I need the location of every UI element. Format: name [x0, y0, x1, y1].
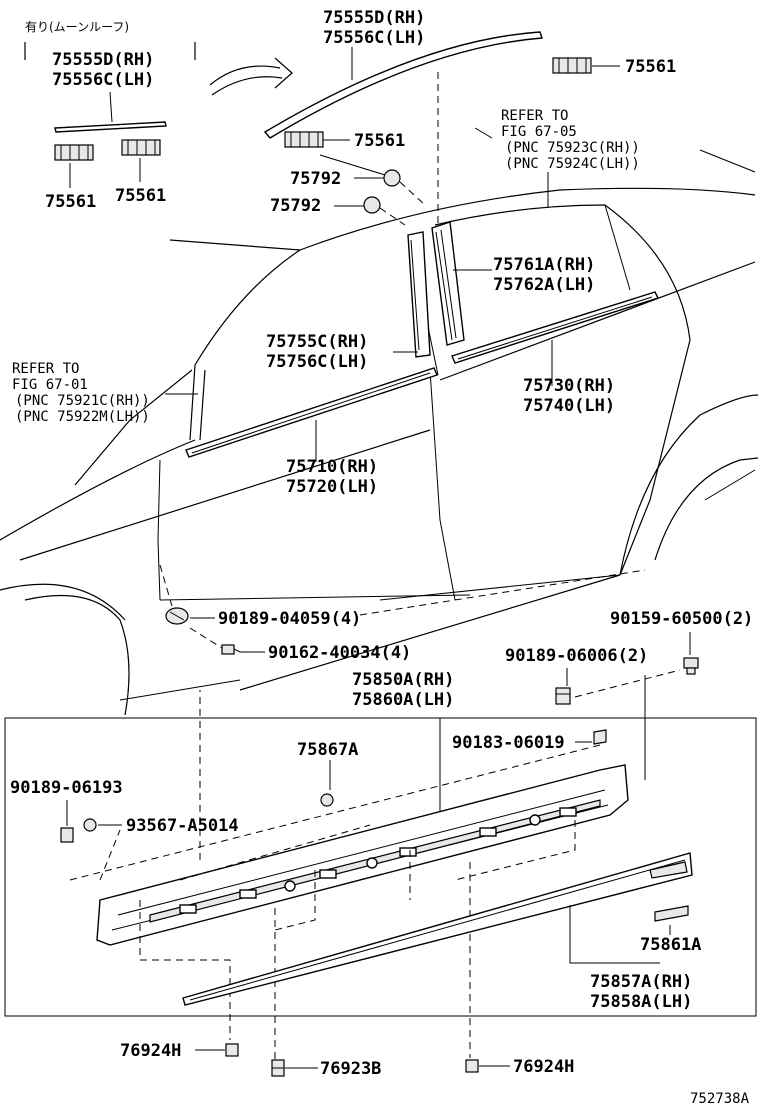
refer-fig-6701-line4: (PNC 75922M(LH))	[15, 409, 150, 425]
clip-90189-06006-part	[555, 687, 571, 705]
label-75740-lh: 75740(LH)	[523, 396, 615, 416]
moonroof-variant-box: 有り(ムーンルーフ) 75555D(RH) 75556C(LH) 75561 7…	[24, 20, 196, 212]
label-76924H-a: 76924H	[120, 1041, 181, 1061]
label-90189-06193: 90189-06193	[10, 778, 123, 798]
label-75867A: 75867A	[297, 740, 358, 760]
curved-arrow-icon	[209, 57, 293, 96]
rocker-panel-group-box	[4, 717, 757, 1017]
car-body-outline	[0, 149, 759, 716]
clip-75561-left-a-part	[54, 144, 94, 161]
label-75861A: 75861A	[640, 935, 701, 955]
belt-molding-front-part	[185, 367, 438, 458]
bolt-90159-60500-part	[683, 657, 699, 675]
refer-fig-6705-line1: REFER TO	[501, 108, 568, 124]
refer-fig-6705-line2: FIG 67-05	[501, 124, 577, 140]
refer-fig-6701-line1: REFER TO	[12, 361, 79, 377]
rocker-panel-part	[96, 764, 629, 946]
label-75556C-lh-top: 75556C(LH)	[323, 28, 425, 48]
label-75710-rh: 75710(RH)	[286, 457, 378, 477]
label-75761A-rh: 75761A(RH)	[493, 255, 595, 275]
roof-molding-part	[263, 31, 543, 139]
label-75858A-lh: 75858A(LH)	[590, 992, 692, 1012]
refer-fig-6701-line3: (PNC 75921C(RH))	[15, 393, 150, 409]
label-90183-06019: 90183-06019	[452, 733, 565, 753]
roof-molding-short-part	[54, 121, 167, 133]
label-75850A-rh: 75850A(RH)	[352, 670, 454, 690]
clip-75561-top-right-part	[552, 57, 592, 74]
label-75860A-lh: 75860A(LH)	[352, 690, 454, 710]
label-90189-04059: 90189-04059(4)	[218, 609, 361, 629]
clip-75561-left-b-part	[121, 139, 161, 156]
clip-90189-06193-part	[60, 827, 74, 843]
refer-fig-6705-line4: (PNC 75924C(LH))	[505, 156, 640, 172]
diagram-code: 752738A	[690, 1091, 750, 1107]
label-75792-a: 75792	[290, 169, 341, 189]
clip-76923B-part	[271, 1059, 285, 1077]
label-75561-d: 75561	[354, 131, 405, 151]
clip-75561-center-part	[284, 131, 324, 148]
label-75792-b: 75792	[270, 196, 321, 216]
label-75561-c: 75561	[625, 57, 676, 77]
clip-75792-b-part	[363, 196, 381, 214]
clip-75792-a-part	[383, 169, 401, 187]
pillar-garnish-rear-part	[431, 221, 465, 346]
label-76923B: 76923B	[320, 1059, 381, 1079]
label-75857A-rh: 75857A(RH)	[590, 972, 692, 992]
label-90159-60500: 90159-60500(2)	[610, 609, 753, 629]
moonroof-note: 有り(ムーンルーフ)	[25, 20, 129, 34]
label-75556C-lh-left: 75556C(LH)	[52, 70, 154, 90]
label-76924H-b: 76924H	[513, 1057, 574, 1077]
label-75756C-lh: 75756C(LH)	[266, 352, 368, 372]
emblem-75861A-part	[654, 905, 689, 922]
refer-fig-6705-line3: (PNC 75923C(RH))	[505, 140, 640, 156]
label-75561-a: 75561	[45, 192, 96, 212]
clip-75867A-part	[320, 793, 334, 807]
pillar-garnish-front-part	[407, 231, 431, 358]
label-75755C-rh: 75755C(RH)	[266, 332, 368, 352]
label-93567-A5014: 93567-A5014	[126, 816, 239, 836]
label-75720-lh: 75720(LH)	[286, 477, 378, 497]
label-75555D-rh-top: 75555D(RH)	[323, 8, 425, 28]
label-90162-40034: 90162-40034(4)	[268, 643, 411, 663]
label-75762A-lh: 75762A(LH)	[493, 275, 595, 295]
refer-fig-6701-line2: FIG 67-01	[12, 377, 88, 393]
label-75555D-rh-left: 75555D(RH)	[52, 50, 154, 70]
label-75561-b: 75561	[115, 186, 166, 206]
clip-76924H-a-part	[225, 1043, 239, 1057]
clip-90183-06019-part	[593, 729, 607, 745]
screw-90162-40034-part	[221, 644, 241, 655]
rocker-molding-part	[182, 852, 693, 1006]
clip-76924H-b-part	[465, 1059, 479, 1073]
label-90189-06006: 90189-06006(2)	[505, 646, 648, 666]
clip-90189-04059-part	[165, 607, 189, 625]
screw-93567-A5014-part	[83, 818, 97, 832]
belt-molding-rear-part	[451, 291, 659, 364]
label-75730-rh: 75730(RH)	[523, 376, 615, 396]
